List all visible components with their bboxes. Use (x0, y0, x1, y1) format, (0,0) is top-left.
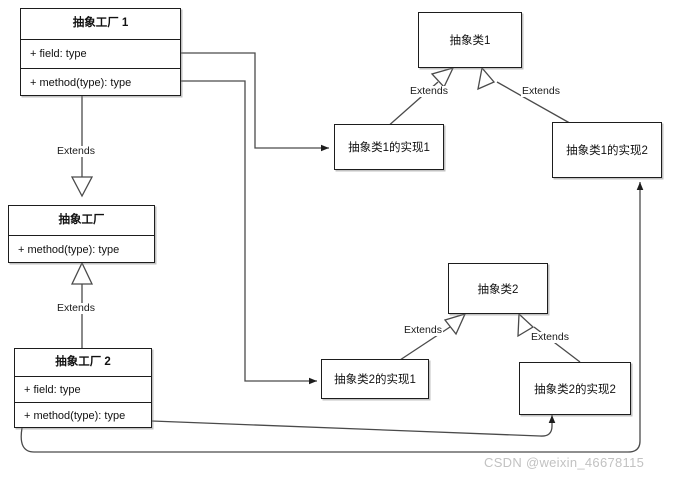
class-title-abstract-factory-2: 抽象工厂 2 (55, 355, 111, 368)
edge-class1impl2-to-class1 (477, 66, 576, 127)
node-label-abstract-class-1-impl-2: 抽象类1的实现2 (566, 145, 648, 157)
class-box-abstract-factory-2[interactable]: 抽象工厂 2 + field: type + method(type): typ… (14, 348, 152, 428)
class-method-row-abstract-factory-1: + method(type): type (21, 68, 180, 97)
edge-label-class2-impl1: Extends (403, 324, 443, 336)
node-abstract-class-2-impl-1[interactable]: 抽象类2的实现1 (321, 359, 429, 399)
node-abstract-class-1-impl-2[interactable]: 抽象类1的实现2 (552, 122, 662, 178)
edge-factory1-method-to-class2impl1 (181, 80, 317, 385)
node-label-abstract-class-2-impl-1: 抽象类2的实现1 (334, 374, 416, 386)
edge-factory1-field-to-class1impl1 (181, 52, 329, 152)
edge-label-class1-impl2: Extends (521, 85, 561, 97)
class-field-row-abstract-factory-1: + field: type (21, 39, 180, 68)
edge-label-factory1-to-factory: Extends (56, 145, 96, 157)
node-label-abstract-class-1-impl-1: 抽象类1的实现1 (348, 142, 430, 154)
class-method-row-abstract-factory-2: + method(type): type (15, 402, 151, 429)
class-box-abstract-factory-1[interactable]: 抽象工厂 1 + field: type + method(type): typ… (20, 8, 181, 96)
node-abstract-class-1-impl-1[interactable]: 抽象类1的实现1 (334, 124, 444, 170)
edge-label-class1-impl1: Extends (409, 85, 449, 97)
edge-label-factory2-to-factory: Extends (56, 302, 96, 314)
watermark: CSDN @weixin_46678115 (484, 455, 645, 470)
node-label-abstract-class-1: 抽象类1 (449, 35, 491, 47)
class-method-row-abstract-factory: + method(type): type (9, 235, 154, 264)
node-abstract-class-1[interactable]: 抽象类1 (418, 12, 522, 68)
edge-label-class2-impl2: Extends (530, 331, 570, 343)
node-abstract-class-2[interactable]: 抽象类2 (448, 263, 548, 314)
edge-class2impl1-to-class2 (399, 312, 467, 361)
edge-class1impl1-to-class1 (385, 66, 455, 129)
class-field-row-abstract-factory-2: + field: type (15, 376, 151, 402)
edge-factory2-method-to-class2impl2 (151, 415, 556, 437)
node-abstract-class-2-impl-2[interactable]: 抽象类2的实现2 (519, 362, 631, 415)
node-label-abstract-class-2: 抽象类2 (477, 283, 519, 296)
class-title-abstract-factory-1: 抽象工厂 1 (72, 17, 129, 30)
node-label-abstract-class-2-impl-2: 抽象类2的实现2 (534, 383, 616, 396)
class-box-abstract-factory[interactable]: 抽象工厂 + method(type): type (8, 205, 155, 263)
class-title-abstract-factory: 抽象工厂 (58, 213, 105, 226)
